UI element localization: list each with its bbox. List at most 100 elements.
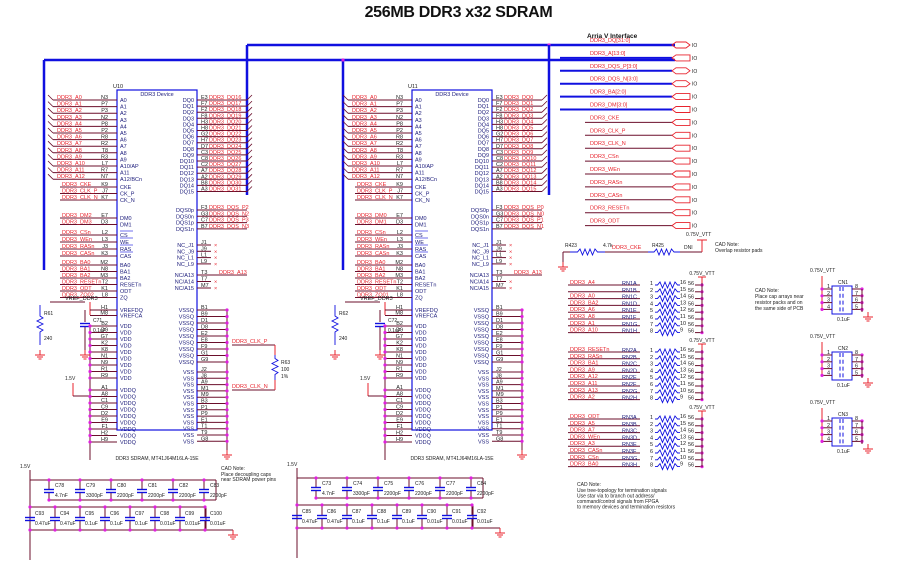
capacitor-value: 4.7nF bbox=[322, 491, 335, 497]
pin-name: VSSQ bbox=[179, 328, 195, 334]
junction-dot bbox=[820, 353, 824, 357]
rn-pin-number: 16 bbox=[680, 347, 686, 353]
pin-number: R2 bbox=[101, 141, 108, 147]
pin-name: VDDQ bbox=[120, 401, 137, 407]
interface-net-label: DDR3_DQ[31:0] bbox=[590, 38, 631, 44]
pin-number: F1 bbox=[102, 424, 108, 430]
junction-dot bbox=[820, 426, 824, 430]
port-shape bbox=[671, 93, 691, 101]
junction-dot bbox=[520, 389, 524, 393]
junction-dot bbox=[225, 308, 229, 312]
resistor-icon bbox=[655, 308, 680, 317]
junction-dot bbox=[53, 505, 57, 509]
pin-number: N9 bbox=[101, 360, 108, 366]
pin-name: WE bbox=[120, 240, 129, 246]
interface-net-label: DDR3_CKE bbox=[590, 115, 620, 121]
bus-entry bbox=[47, 154, 54, 160]
junction-dot bbox=[520, 370, 524, 374]
rn-pin-number: 7 bbox=[650, 389, 653, 395]
rn-pin-number: 2 bbox=[650, 355, 653, 361]
bus-entry bbox=[246, 186, 253, 192]
bus-entry bbox=[47, 114, 54, 121]
pin-number: 1 bbox=[827, 416, 830, 422]
ground-icon bbox=[35, 350, 45, 360]
pin-name: DQ14 bbox=[180, 183, 194, 189]
pin-number: A9 bbox=[496, 380, 503, 386]
rn-net-label: DDR3_A6 bbox=[570, 307, 595, 313]
rn-pin-number: 1 bbox=[650, 281, 653, 287]
pin-name: VDD bbox=[415, 363, 427, 369]
pin-name: VSS bbox=[478, 402, 489, 408]
bus-entry bbox=[342, 160, 349, 167]
net-label: DDR3_BA2 bbox=[357, 273, 385, 279]
bus-entry bbox=[246, 161, 253, 168]
capacitor-value: 2200pF bbox=[384, 491, 401, 497]
ic-refdes: U10 bbox=[113, 84, 123, 90]
no-connect-icon: × bbox=[509, 243, 512, 249]
bus-entry bbox=[47, 107, 54, 114]
pin-name: RESETn bbox=[120, 283, 141, 289]
pin-name: VSS bbox=[183, 420, 194, 426]
net-label: DDR3_ODT bbox=[62, 286, 92, 292]
capacitor-value: 0.47uF bbox=[327, 519, 343, 525]
pin-number: P9 bbox=[496, 411, 503, 417]
rn-pin-number: 16 bbox=[680, 280, 686, 286]
port-shape bbox=[671, 144, 691, 152]
junction-dot bbox=[383, 420, 387, 425]
pin-name: A7 bbox=[415, 144, 422, 150]
junction-dot bbox=[78, 478, 82, 482]
capacitor-value: 0.1uF bbox=[135, 521, 148, 527]
bus-entry bbox=[246, 180, 253, 186]
net-label: DDR3_DQ24 bbox=[209, 144, 241, 150]
rn-pin-number: 4 bbox=[650, 435, 653, 441]
junction-dot bbox=[383, 388, 387, 392]
pin-name: VSSQ bbox=[474, 360, 490, 366]
net-label: DDR3_BA0 bbox=[62, 260, 90, 266]
rn-net-label: DDR3_A9 bbox=[570, 367, 595, 373]
pin-name: DQ15 bbox=[475, 190, 489, 196]
rn-net-label: DDR3_A10 bbox=[570, 328, 598, 334]
pin-name: VDDQ bbox=[415, 408, 432, 414]
net-label: DDR3_DQ25 bbox=[209, 150, 241, 156]
bus-entry bbox=[246, 137, 253, 143]
cad-note-title: CAD Note: bbox=[577, 482, 601, 488]
pin-number: P2 bbox=[101, 128, 108, 134]
pin-number: C1 bbox=[101, 398, 108, 404]
port-io-label: IO bbox=[692, 172, 697, 178]
pin-name: CK_P bbox=[415, 192, 430, 198]
port-shape bbox=[671, 170, 691, 178]
rn-ref: RN3B bbox=[622, 422, 637, 428]
interface-net-label: DDR3_CLK_N bbox=[590, 141, 626, 147]
pin-name: VSSQ bbox=[179, 341, 195, 347]
pin-name: DQ12 bbox=[180, 171, 194, 177]
resistor-icon bbox=[655, 428, 680, 437]
pin-name: VSS bbox=[478, 420, 489, 426]
net-label: DDR3_DQS_P2 bbox=[209, 205, 249, 211]
pin-number: L9 bbox=[201, 259, 207, 265]
capacitor-value: 0.1uF bbox=[110, 521, 123, 527]
pin-number: R2 bbox=[396, 141, 403, 147]
junction-dot bbox=[109, 478, 113, 482]
bus-entry bbox=[541, 167, 548, 174]
pin-name: VDD bbox=[120, 337, 132, 343]
junction-dot bbox=[395, 503, 399, 507]
net-label: DDR3_CLK_P bbox=[357, 189, 393, 195]
pin-name: DQ13 bbox=[180, 177, 194, 183]
pin-number: D7 bbox=[496, 144, 503, 150]
pin-name: VREFCA bbox=[120, 314, 143, 320]
bus-entry bbox=[246, 174, 253, 180]
pin-number: D1 bbox=[201, 318, 208, 324]
cap-array-outline bbox=[831, 285, 853, 315]
junction-dot bbox=[153, 505, 157, 509]
net-label: DDR3_DQS_N2 bbox=[209, 211, 249, 217]
rn-pin-number: 14 bbox=[680, 361, 686, 367]
port-shape bbox=[671, 118, 691, 126]
pin-name: BA1 bbox=[415, 270, 425, 276]
pin-name: NC/A14 bbox=[470, 280, 489, 286]
capacitor-refdes: C75 bbox=[384, 481, 393, 487]
pin-number: K2 bbox=[101, 341, 108, 347]
pin-name: VSS bbox=[183, 383, 194, 389]
pin-name: ODT bbox=[415, 289, 427, 295]
resistor-value: DNI bbox=[684, 245, 693, 251]
pin-name: VDD bbox=[120, 363, 132, 369]
